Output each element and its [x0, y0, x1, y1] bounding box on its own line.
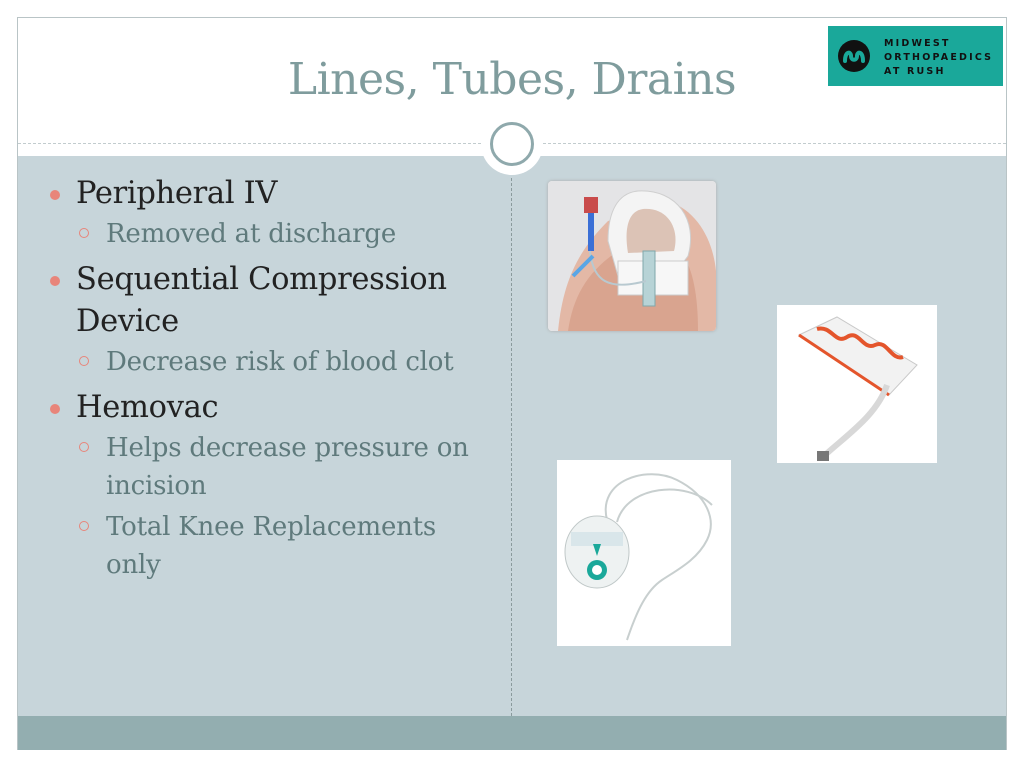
sub-bullet-removed-at-discharge: Removed at discharge: [48, 215, 498, 253]
logo-line-2: ORTHOPAEDICS: [884, 52, 994, 63]
midwest-orthopaedics-logo: MIDWEST ORTHOPAEDICS AT RUSH: [828, 26, 1003, 86]
column-divider: [511, 178, 512, 716]
hemovac-drain-photo: [557, 460, 731, 646]
logo-mark-icon: [838, 40, 870, 72]
logo-text: MIDWEST ORTHOPAEDICS AT RUSH: [884, 37, 993, 79]
sub-bullet-decrease-pressure: Helps decrease pressure on incision: [48, 429, 498, 505]
bullet-peripheral-iv: Peripheral IV: [48, 173, 498, 215]
slide-title: Lines, Tubes, Drains: [287, 54, 737, 105]
sub-bullet-decrease-risk: Decrease risk of blood clot: [48, 343, 498, 381]
footer-bar: [18, 716, 1006, 750]
logo-line-1: MIDWEST: [884, 38, 951, 49]
divider-circle-inner: [490, 122, 534, 166]
sub-bullet-total-knee: Total Knee Replacements only: [48, 508, 498, 584]
bullet-list: Peripheral IV Removed at discharge Seque…: [48, 173, 498, 584]
divider-circle-ornament: [481, 113, 543, 175]
bullet-sequential-compression-device: Sequential Compression Device: [48, 259, 498, 343]
peripheral-iv-photo: [548, 181, 716, 331]
logo-line-3: AT RUSH: [884, 66, 946, 77]
bullet-hemovac: Hemovac: [48, 387, 498, 429]
compression-sleeve-photo: [777, 305, 937, 463]
title-area: Lines, Tubes, Drains MIDWEST ORTHOPAEDIC…: [18, 18, 1006, 144]
slide: Lines, Tubes, Drains MIDWEST ORTHOPAEDIC…: [17, 17, 1007, 750]
